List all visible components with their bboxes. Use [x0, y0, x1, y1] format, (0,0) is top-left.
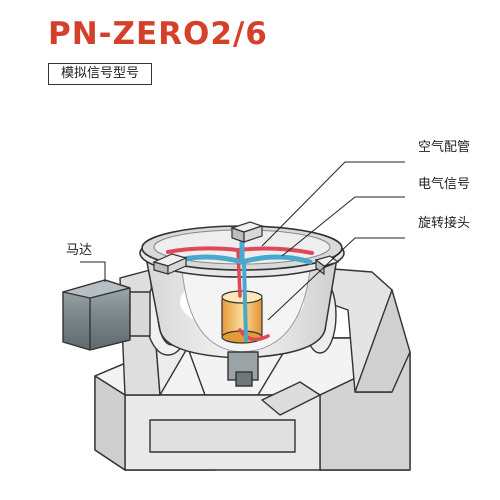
spindle: [227, 351, 259, 387]
rotary-joint: [221, 290, 263, 344]
callout-motor: 马达: [66, 243, 93, 258]
product-title: PN-ZERO2/6: [48, 16, 268, 52]
callout-rotary-joint: 旋转接头: [418, 216, 471, 231]
motor: [62, 279, 151, 351]
callout-electric-signal: 电气信号: [418, 177, 471, 192]
leader-lines: [80, 161, 405, 321]
model-type-label: 模拟信号型号: [48, 63, 153, 85]
connectors: [152, 221, 340, 276]
callout-air-pipe: 空气配管: [418, 140, 471, 155]
